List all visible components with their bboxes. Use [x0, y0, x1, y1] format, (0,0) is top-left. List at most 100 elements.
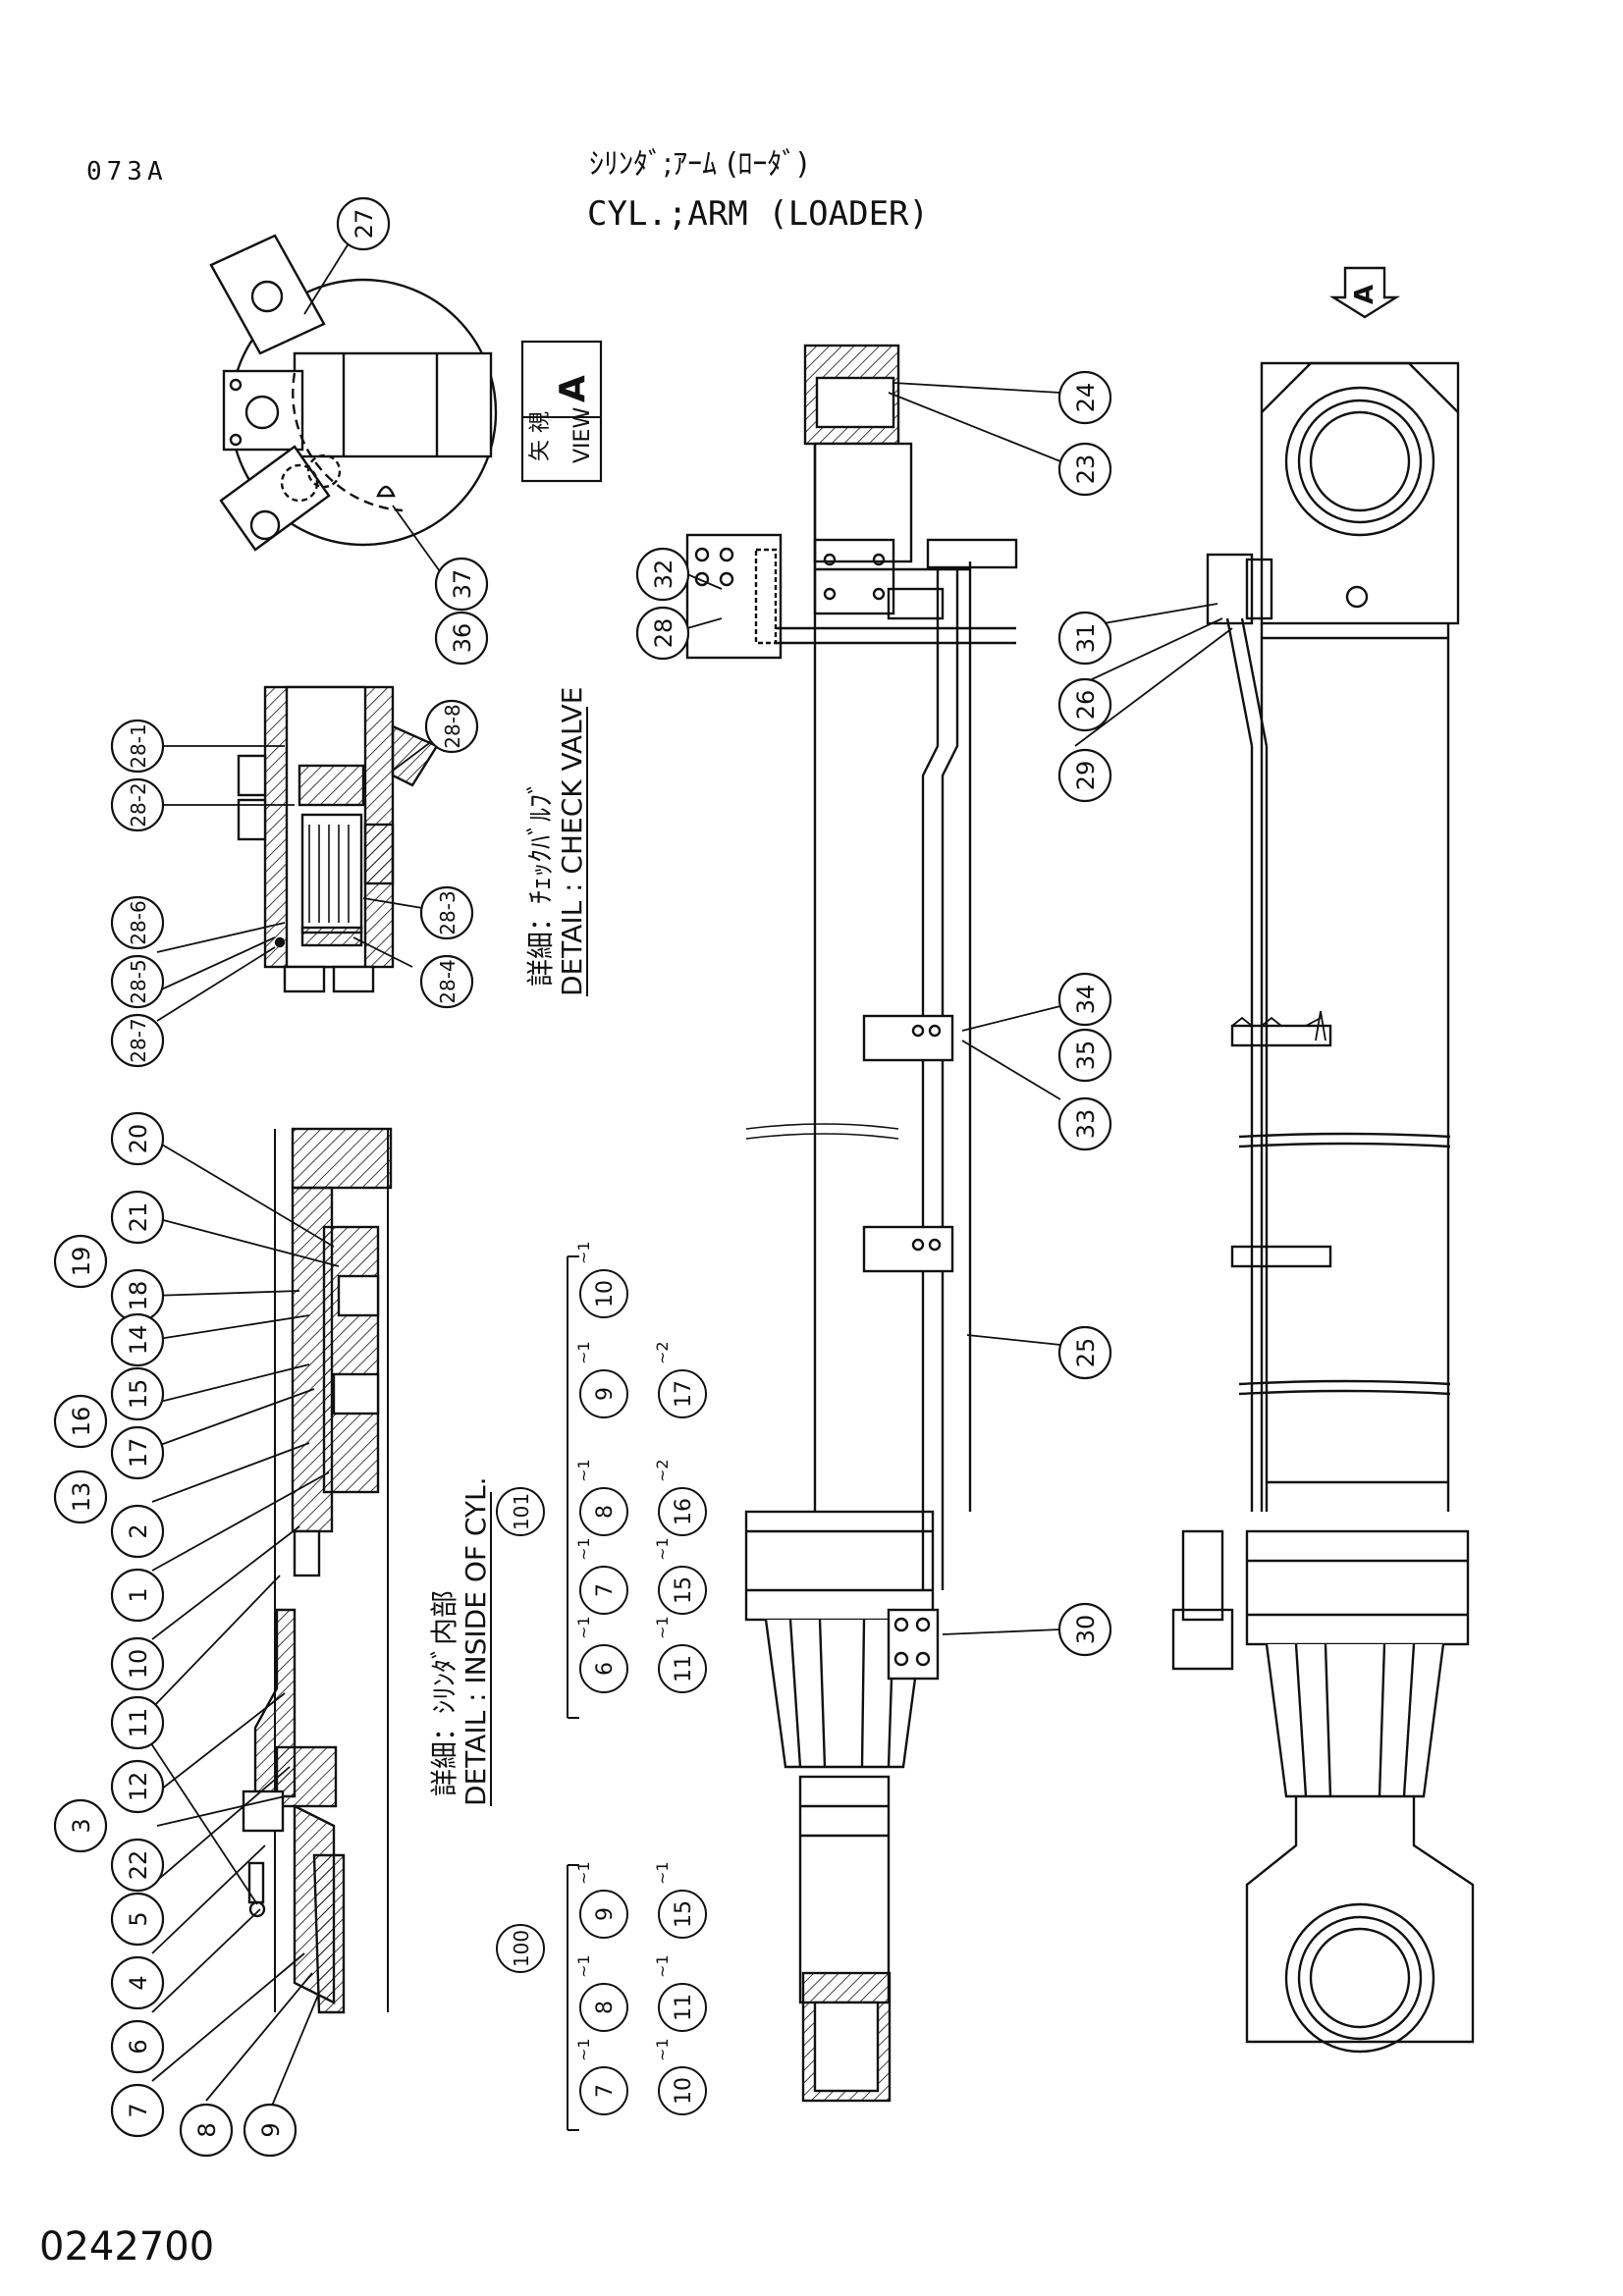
- callout-23: 23: [1057, 442, 1112, 497]
- callout-20: 20: [110, 1111, 165, 1166]
- svg-text:7: 7: [593, 1583, 618, 1597]
- svg-text:28-2: 28-2: [127, 782, 150, 827]
- callout-4: 4: [110, 1955, 165, 2010]
- svg-text:~1: ~1: [574, 1241, 593, 1264]
- svg-text:1: 1: [125, 1587, 152, 1602]
- svg-text:31: 31: [1072, 623, 1100, 654]
- svg-text:24: 24: [1072, 383, 1100, 413]
- svg-text:18: 18: [125, 1281, 152, 1311]
- svg-text:28-1: 28-1: [127, 723, 150, 768]
- callout-3: 3: [53, 1798, 108, 1853]
- callout-19: 19: [53, 1234, 108, 1289]
- svg-text:27: 27: [351, 209, 378, 240]
- callout-28: 28: [635, 606, 690, 661]
- svg-text:13: 13: [68, 1482, 95, 1513]
- callout-37: 37: [434, 557, 489, 612]
- svg-text:28-5: 28-5: [127, 959, 150, 1003]
- kit-100-r2-2: 15~1: [653, 1861, 707, 1939]
- callout-28-4: 28-4: [419, 954, 474, 1009]
- callout-30: 30: [1057, 1602, 1112, 1657]
- svg-text:29: 29: [1072, 761, 1100, 791]
- svg-text:~1: ~1: [653, 1954, 672, 1978]
- svg-text:~2: ~2: [653, 1459, 672, 1482]
- kit-101-r2-2: 16~2: [653, 1459, 707, 1536]
- svg-text:16: 16: [68, 1407, 95, 1437]
- svg-text:28-4: 28-4: [436, 959, 460, 1003]
- callout-34: 34: [1057, 972, 1112, 1027]
- title-english: CYL.;ARM (LOADER): [587, 194, 929, 234]
- svg-text:36: 36: [449, 623, 476, 654]
- callout-36: 36: [434, 611, 489, 666]
- kit-100-label: 100: [496, 1924, 545, 1973]
- view-a-detail: [209, 234, 498, 552]
- svg-text:7: 7: [125, 2103, 152, 2117]
- callout-6: 6: [110, 2019, 165, 2074]
- callout-9: 9: [243, 2103, 298, 2158]
- view-label-en: VIEW: [570, 407, 595, 463]
- svg-text:10: 10: [593, 1280, 618, 1308]
- callout-28-6: 28-6: [110, 895, 165, 950]
- svg-text:23: 23: [1072, 454, 1100, 485]
- svg-text:6: 6: [593, 1662, 618, 1676]
- svg-text:12: 12: [125, 1772, 152, 1802]
- svg-text:~1: ~1: [574, 1861, 593, 1885]
- drawing-number: 0242700: [39, 2224, 215, 2269]
- callout-26: 26: [1057, 677, 1112, 732]
- part-callouts: 27 37 36 24 23 3 2 28 31 26 29 34 35 33 2…: [53, 196, 1112, 2158]
- callout-5: 5: [110, 1892, 165, 1947]
- check-valve-caption-en: DETAIL : CHECK VALVE: [556, 687, 588, 996]
- page-code: 073A: [86, 157, 168, 187]
- kit-101-r1-2: 8 ~1: [574, 1459, 628, 1536]
- callout-28-7: 28-7: [110, 1013, 165, 1068]
- svg-text:~2: ~2: [653, 1341, 672, 1364]
- callout-31: 31: [1057, 611, 1112, 666]
- svg-text:8: 8: [593, 1505, 618, 1519]
- callout-12: 12: [110, 1759, 165, 1814]
- check-valve-caption-jp: 詳細：ﾁｪｯｸﾊﾞﾙﾌﾞ: [524, 780, 557, 987]
- cylinder-section-view: [685, 344, 1018, 2103]
- svg-text:15: 15: [672, 1900, 696, 1928]
- svg-text:9: 9: [257, 2122, 285, 2137]
- callout-28-2: 28-2: [110, 777, 165, 832]
- callout-29: 29: [1057, 748, 1112, 803]
- svg-text:11: 11: [672, 1994, 696, 2021]
- kit-100-r2-1: 11~1: [653, 1954, 707, 2032]
- leader-lines: [136, 235, 1233, 2111]
- svg-text:21: 21: [125, 1202, 152, 1233]
- svg-text:19: 19: [68, 1247, 95, 1277]
- kit-101-r1-1: 7~1: [574, 1537, 628, 1615]
- svg-text:25: 25: [1072, 1338, 1100, 1368]
- svg-text:~1: ~1: [653, 1537, 672, 1561]
- svg-text:35: 35: [1072, 1041, 1100, 1071]
- check-valve-callouts: 28-1 28-2 28-8 28-3 28-4 28-6 28-5 28-7: [110, 699, 479, 1068]
- callout-28-1: 28-1: [110, 719, 165, 774]
- svg-text:26: 26: [1072, 690, 1100, 721]
- svg-text:2: 2: [125, 1523, 152, 1538]
- view-a-arrow: A: [1328, 266, 1401, 319]
- svg-text:~1: ~1: [653, 2038, 672, 2061]
- svg-text:~1: ~1: [653, 1861, 672, 1885]
- inside-cyl-caption-en: DETAIL : INSIDE OF CYL.: [460, 1476, 492, 1806]
- callout-28-3: 28-3: [419, 885, 474, 940]
- svg-text:6: 6: [125, 2039, 152, 2054]
- view-label-jp: 矢 視: [528, 411, 553, 461]
- view-label-letter: A: [553, 375, 593, 402]
- callout-1: 1: [110, 1568, 165, 1623]
- view-a-label-box: 矢 視 VIEW A: [520, 340, 603, 483]
- svg-text:17: 17: [125, 1438, 152, 1468]
- callout-28-8: 28-8: [424, 699, 479, 754]
- callout-21: 21: [110, 1190, 165, 1245]
- svg-text:30: 30: [1072, 1615, 1100, 1645]
- svg-text:15: 15: [672, 1576, 696, 1604]
- svg-text:11: 11: [672, 1655, 696, 1682]
- svg-text:28-7: 28-7: [127, 1018, 150, 1062]
- svg-text:9: 9: [593, 1907, 618, 1921]
- callout-33: 33: [1057, 1096, 1112, 1151]
- title-japanese: ｼﾘﾝﾀﾞ;ｱｰﾑ (ﾛｰﾀﾞ): [589, 147, 809, 182]
- kit-101-r1-4: 10~1: [574, 1241, 628, 1318]
- svg-text:~1: ~1: [574, 1459, 593, 1482]
- callout-25: 25: [1057, 1325, 1112, 1380]
- callout-27: 27: [336, 196, 391, 251]
- callout-8: 8: [179, 2103, 234, 2158]
